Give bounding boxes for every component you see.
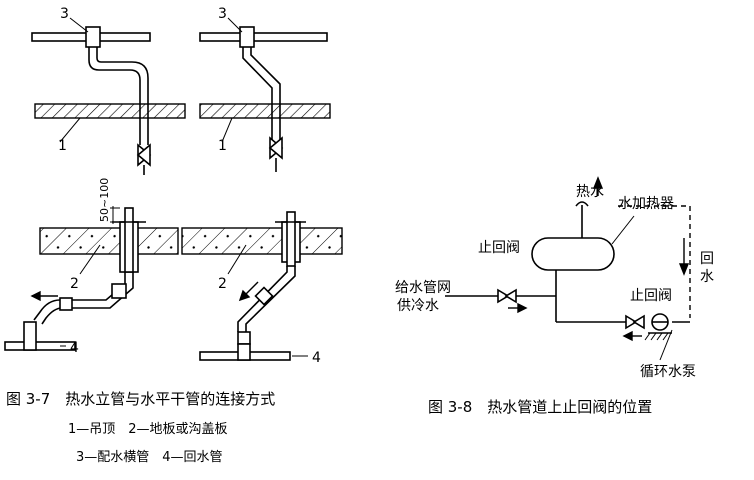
water-heater-tank [531, 237, 615, 271]
floor-slab-left [39, 227, 179, 255]
flow-arrow-right-diagonal [238, 281, 259, 302]
callout-2-left: 2 [70, 276, 79, 292]
label-hot-water: 热水 [576, 184, 604, 200]
callout-1-left: 1 [58, 138, 67, 154]
fig38-caption: 图 3-8 热水管道上止回阀的位置 [428, 398, 653, 416]
fig37-bottom-left-assembly [4, 206, 146, 351]
callout-leaders [60, 17, 308, 357]
label-supply-line1: 给水管网 [395, 280, 451, 296]
ceiling-slab-left [34, 103, 186, 119]
callout-3-left: 3 [60, 6, 69, 22]
flow-arrow-left [30, 290, 58, 302]
pump-ground-hatch [644, 332, 669, 341]
floor-slab-right [181, 227, 343, 255]
dimension-label: 50~100 [98, 178, 111, 222]
fig37-top-left-assembly [31, 26, 152, 175]
label-pump: 循环水泵 [640, 364, 696, 380]
callout-4-right: 4 [312, 350, 321, 366]
fig38-diagram [445, 201, 691, 334]
fig37-legend-line2: 3—配水横管 4—回水管 [76, 450, 223, 465]
label-return-water: 回水 [700, 251, 714, 285]
ceiling-slab-right [199, 103, 331, 119]
fig37-legend-line1: 1—吊顶 2—地板或沟盖板 [68, 422, 228, 437]
callout-4-left: 4 [70, 340, 79, 356]
fig38-leaders [611, 215, 673, 361]
fig38-arrows [508, 176, 690, 342]
fig37-bottom-right-assembly [199, 211, 306, 361]
callout-2-right: 2 [218, 276, 227, 292]
callout-3-right: 3 [218, 6, 227, 22]
fig37-caption: 图 3-7 热水立管与水平干管的连接方式 [6, 390, 276, 408]
label-check-valve-lower: 止回阀 [630, 288, 672, 304]
label-check-valve-upper: 止回阀 [478, 240, 520, 256]
label-supply-line2: 供冷水 [397, 298, 439, 314]
callout-1-right: 1 [218, 138, 227, 154]
label-heater: 水加热器 [618, 196, 674, 212]
